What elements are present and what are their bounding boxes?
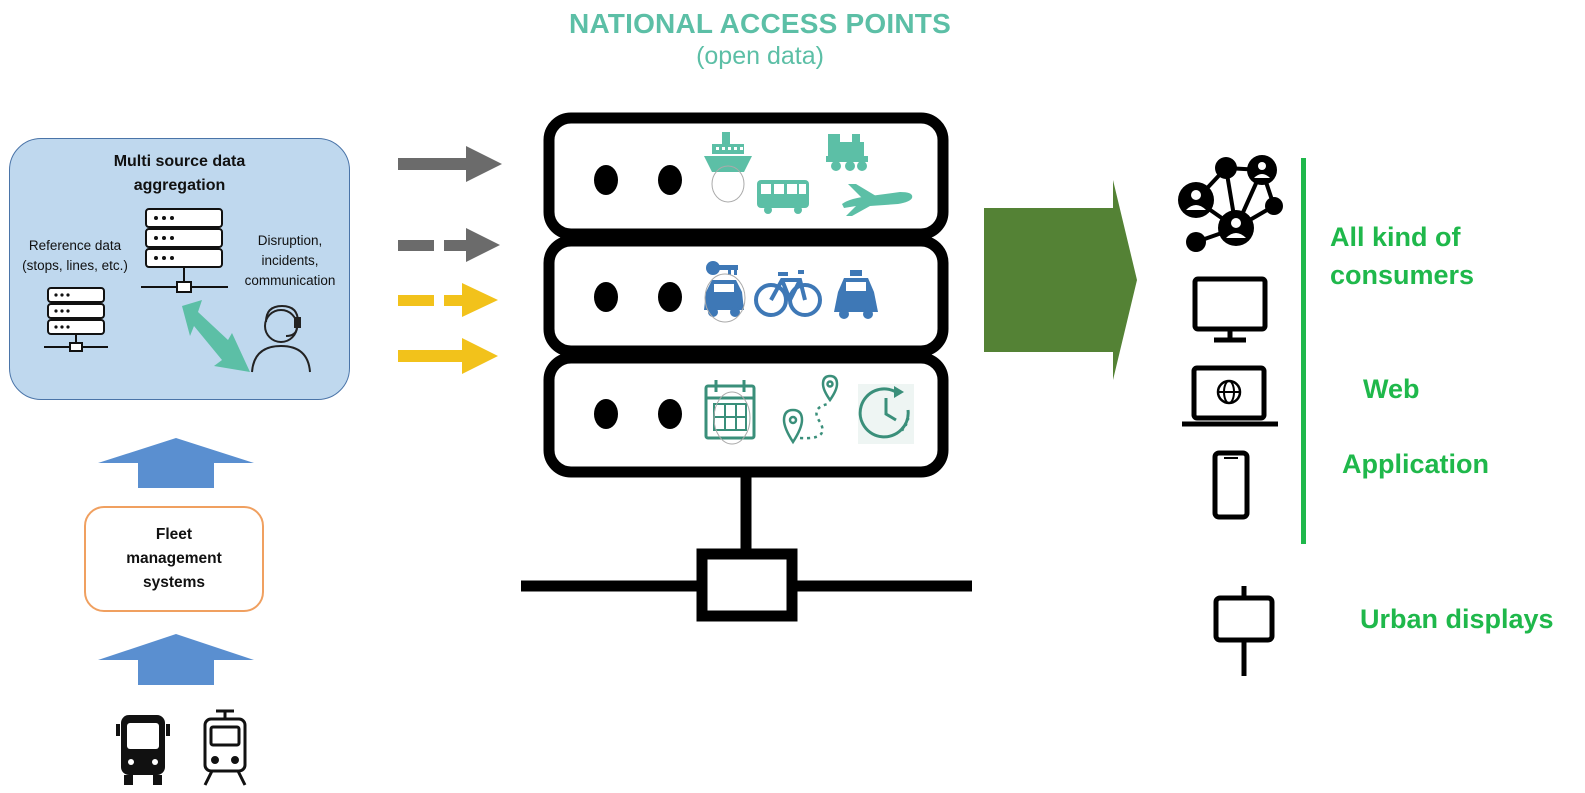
consumer-divider <box>1301 158 1306 544</box>
reference-line2: (stops, lines, etc.) <box>22 258 128 273</box>
operator-headset-icon <box>251 304 311 373</box>
yellow-arrow-dashed <box>398 283 498 317</box>
all-consumers-line2: consumers <box>1330 260 1475 290</box>
reference-data-label: Reference data (stops, lines, etc.) <box>10 236 140 276</box>
car-key-icon <box>704 261 746 323</box>
data-exchange-arrow <box>182 300 250 372</box>
reference-line1: Reference data <box>28 238 122 253</box>
fleet-line2: management <box>126 550 222 567</box>
aggregation-title: Multi source data aggregation <box>9 150 350 198</box>
train-icon <box>826 134 868 171</box>
all-consumers-label: All kind of consumers <box>1330 218 1474 294</box>
calendar-icon <box>704 380 756 445</box>
plane-icon <box>842 184 913 216</box>
laptop-web-icon <box>1182 365 1278 427</box>
smartphone-icon <box>1212 450 1250 520</box>
fleet-management-box: Fleet management systems <box>84 506 264 612</box>
central-server-icon <box>141 208 228 293</box>
network-connector <box>521 477 972 622</box>
central-server-dots <box>154 216 174 260</box>
disruption-line2: incidents, <box>261 253 319 268</box>
aggregation-box <box>9 138 350 400</box>
server-leds <box>594 165 682 429</box>
network-people-icon <box>1178 155 1283 252</box>
taxi-icon <box>834 270 878 319</box>
aggregation-title-line1: Multi source data <box>113 153 246 170</box>
ship-icon <box>704 132 752 203</box>
aggregation-title-line2: aggregation <box>133 177 226 194</box>
fleet-line3: systems <box>142 574 206 591</box>
page-title: NATIONAL ACCESS POINTS <box>569 8 951 39</box>
bus-icon <box>757 180 809 214</box>
yellow-arrow-solid <box>398 338 498 374</box>
route-icon <box>782 374 839 445</box>
monitor-icon <box>1192 276 1268 343</box>
urban-displays-label: Urban displays <box>1360 604 1554 634</box>
tram-front-icon <box>203 709 247 786</box>
disruption-line3: communication <box>244 273 336 288</box>
fleet-line1: Fleet <box>155 526 193 543</box>
page-subtitle: (open data) <box>696 42 824 70</box>
up-arrow-top <box>98 438 254 488</box>
big-output-arrow <box>984 180 1137 380</box>
bus-front-icon <box>116 715 170 785</box>
disruption-line1: Disruption, <box>257 233 323 248</box>
bicycle-icon <box>754 270 822 317</box>
web-label: Web <box>1363 374 1420 404</box>
reference-server-dots <box>54 293 70 329</box>
grey-arrow-dashed <box>398 228 500 262</box>
disruption-label: Disruption, incidents, communication <box>232 231 348 291</box>
all-consumers-line1: All kind of <box>1330 222 1461 252</box>
application-label: Application <box>1342 449 1489 479</box>
up-arrow-bottom <box>98 634 254 685</box>
reference-server-icon <box>44 287 108 352</box>
clock-icon <box>858 384 914 444</box>
urban-display-icon <box>1213 586 1275 676</box>
grey-arrow-solid <box>398 146 502 182</box>
